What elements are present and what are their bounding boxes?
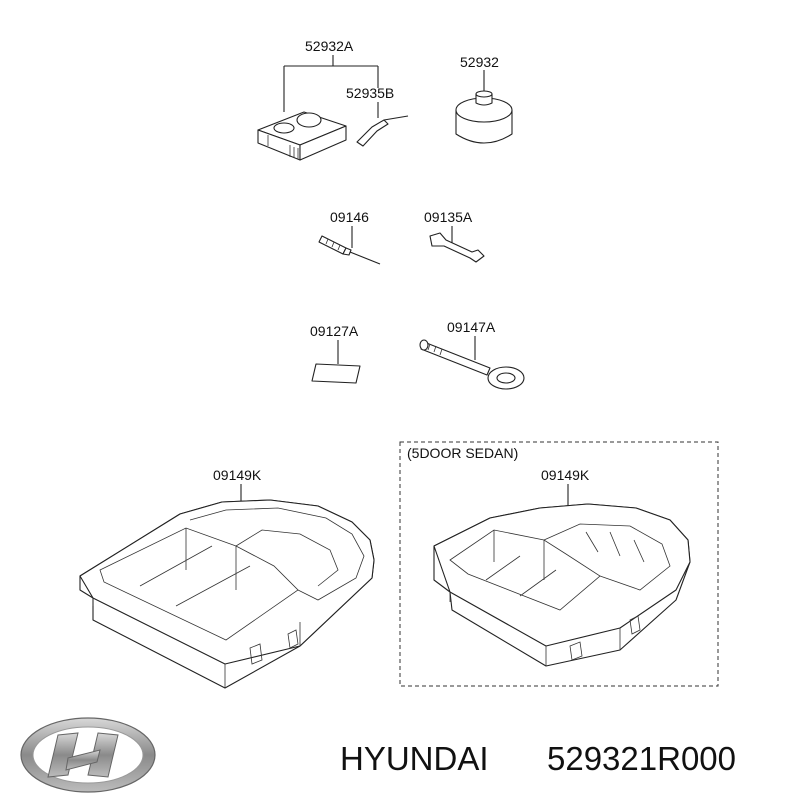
wrench <box>429 232 485 263</box>
label-tray-right: 09149K <box>541 467 590 483</box>
hyundai-logo-icon <box>20 717 156 793</box>
screwdriver <box>318 235 381 265</box>
label-09135a: 09135A <box>424 209 473 225</box>
label-52932: 52932 <box>460 54 499 70</box>
compressor-hose <box>356 115 409 147</box>
variant-label: (5DOOR SEDAN) <box>407 445 518 461</box>
label-52932a: 52932A <box>305 38 354 54</box>
tire-compressor-kit <box>257 111 347 161</box>
label-09147a: 09147A <box>447 319 496 335</box>
label-tray-left: 09149K <box>213 467 262 483</box>
part-number: 529321R000 <box>547 740 736 777</box>
label-sheet <box>311 363 361 384</box>
leader-52932a <box>283 55 379 112</box>
sedan-variant-box <box>399 441 719 687</box>
sealant-bottle <box>455 90 513 144</box>
label-52935b: 52935B <box>346 85 394 101</box>
label-09127a: 09127A <box>310 323 359 339</box>
label-09146: 09146 <box>330 209 369 225</box>
luggage-tray-left <box>79 499 375 689</box>
brand-name: HYUNDAI <box>340 740 489 777</box>
luggage-tray-right <box>433 503 691 667</box>
tow-hook <box>419 339 525 390</box>
